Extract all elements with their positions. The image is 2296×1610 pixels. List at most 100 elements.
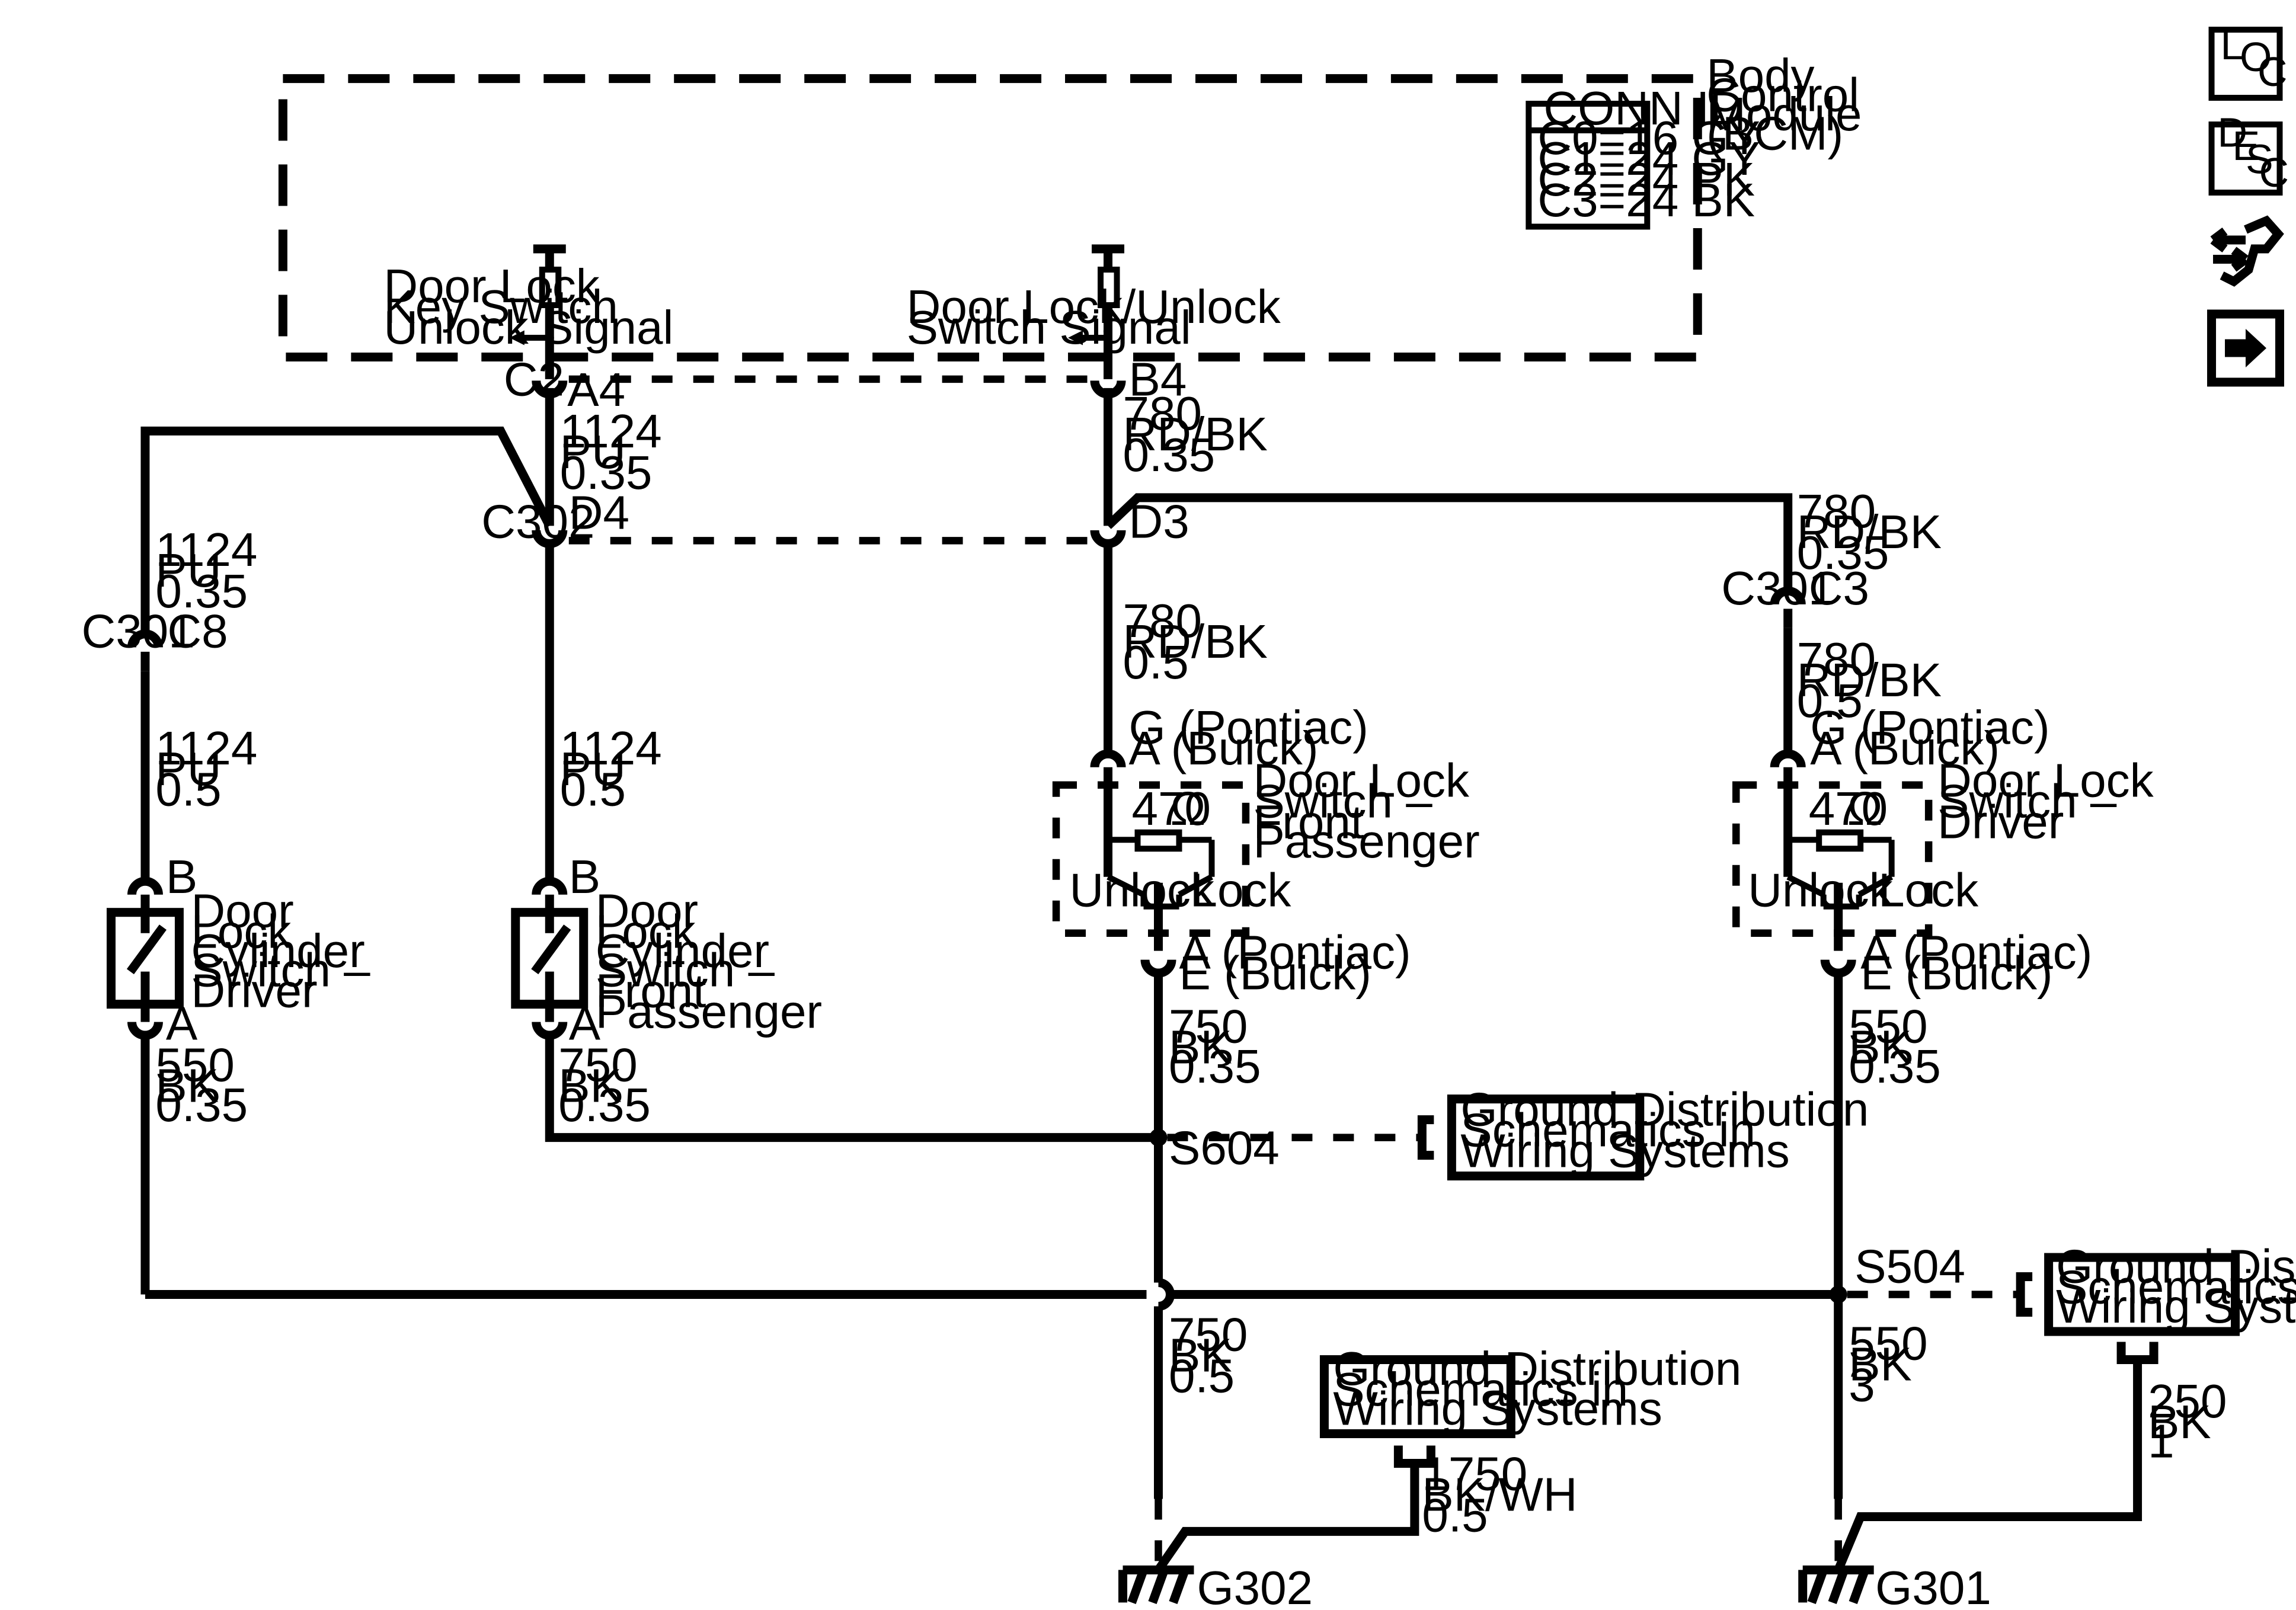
svg-text:250: 250 <box>2148 1375 2227 1427</box>
svg-text:C302: C302 <box>481 495 594 548</box>
connector-c2: C2 A4 B4 <box>504 353 1187 415</box>
svg-text:G (Pontiac): G (Pontiac) <box>1129 701 1368 754</box>
svg-text:G301: G301 <box>1875 1561 1991 1610</box>
svg-text:PU: PU <box>155 544 221 597</box>
svg-text:BK: BK <box>1849 1021 1912 1074</box>
svg-text:1: 1 <box>2148 1414 2174 1467</box>
desc-icon[interactable]: D E S C <box>2208 110 2289 196</box>
svg-text:0.5: 0.5 <box>1123 636 1189 689</box>
svg-text:Ground Distribution: Ground Distribution <box>1460 1083 1869 1136</box>
svg-text:Switch –: Switch – <box>596 944 775 997</box>
svg-text:Body: Body <box>1706 49 1814 102</box>
svg-text:470: 470 <box>1132 782 1211 835</box>
svg-text:E: E <box>2233 123 2260 169</box>
svg-text:C301: C301 <box>81 604 194 657</box>
svg-text:Lock: Lock <box>1878 864 1979 917</box>
svg-text:0.5: 0.5 <box>1169 1349 1235 1402</box>
wire-label-750-b: 750 BK 0.35 <box>1169 1000 1261 1093</box>
svg-text:470: 470 <box>1809 782 1888 835</box>
svg-text:Switch –: Switch – <box>191 944 370 997</box>
loc-icon[interactable]: L O C <box>2208 22 2288 101</box>
connector-view-icon[interactable] <box>2210 215 2284 287</box>
svg-text:PU: PU <box>560 742 626 795</box>
svg-text:0.35: 0.35 <box>155 565 248 617</box>
svg-text:0.35: 0.35 <box>560 446 653 499</box>
svg-text:0.35: 0.35 <box>1797 526 1889 579</box>
wire-label-750-a: 750 BK 0.35 <box>558 1039 651 1131</box>
svg-text:O: O <box>2240 34 2272 80</box>
svg-text:1750: 1750 <box>1422 1447 1527 1500</box>
svg-text:Lock: Lock <box>596 905 696 958</box>
svg-text:BK: BK <box>2148 1395 2211 1448</box>
bcm-name: Body Control Module (BCM) <box>1706 49 1862 159</box>
svg-text:Wiring Systems: Wiring Systems <box>1333 1382 1662 1435</box>
svg-text:Door Lock: Door Lock <box>1253 754 1469 807</box>
svg-text:780: 780 <box>1123 594 1202 647</box>
wire-label-250: 250 BK 1 <box>2148 1375 2227 1467</box>
svg-text:Schematics in: Schematics in <box>1333 1363 1628 1416</box>
svg-text:A: A <box>569 997 601 1050</box>
svg-text:S604: S604 <box>1169 1122 1280 1174</box>
svg-text:PU: PU <box>155 742 221 795</box>
svg-text:Door: Door <box>596 885 698 937</box>
svg-text:Ω: Ω <box>1847 782 1883 835</box>
svg-text:D: D <box>2218 110 2248 156</box>
svg-text:Ground Distribution: Ground Distribution <box>1333 1342 1741 1395</box>
cyl-driver-label: Door Lock Cylinder Switch – Driver <box>191 885 370 1017</box>
svg-text:A (Buick): A (Buick) <box>1810 722 2000 774</box>
svg-text:Switch –: Switch – <box>1937 775 2117 828</box>
svg-text:C2: C2 <box>504 353 564 405</box>
svg-text:Front: Front <box>1253 796 1364 849</box>
svg-text:Cylinder: Cylinder <box>191 924 364 977</box>
connector-c302: C302 D4 D3 <box>481 486 1189 548</box>
ground-g302: G302 <box>1118 1561 1313 1610</box>
conn-id-table: CONN ID C0=16 GY C1=24 GY C2=24 PK C3=24… <box>1526 82 1760 230</box>
wire-750-pass-cyl <box>545 1030 1159 1142</box>
door-lock-switch-front-passenger: G (Pontiac) A (Buick) 470 Ω Unlock Lock … <box>1052 701 1411 1000</box>
svg-text:780: 780 <box>1797 485 1876 537</box>
bcm-pullup-lock-unlock <box>1068 244 1125 379</box>
svg-text:G (Pontiac): G (Pontiac) <box>1810 701 2049 754</box>
key-unlock-signal-label: Door Lock Key Switch Unlock Signal <box>383 260 673 354</box>
svg-text:Wiring Systems: Wiring Systems <box>1460 1125 1789 1177</box>
wire-label-780-d: 780 RD/BK 0.5 <box>1797 633 1942 727</box>
wire-1124-branch-driver <box>140 426 554 634</box>
wire-label-1124-b: 1124 PU 0.35 <box>155 523 257 617</box>
svg-text:C301: C301 <box>1721 562 1834 614</box>
wire-780-branch-driver <box>1105 493 1793 593</box>
wire-label-550-b: 550 BK 0.35 <box>1849 1000 1941 1093</box>
svg-text:Ω: Ω <box>1170 782 1205 835</box>
svg-text:Unlock: Unlock <box>1748 864 1893 917</box>
svg-text:L: L <box>2221 22 2244 68</box>
sw-passenger-label: Door Lock Switch – Front Passenger <box>1253 754 1479 868</box>
svg-text:Cylinder: Cylinder <box>596 924 769 977</box>
svg-text:D3: D3 <box>1129 495 1189 548</box>
svg-text:1124: 1124 <box>560 405 662 457</box>
svg-text:Front: Front <box>596 965 706 1017</box>
svg-text:S: S <box>2246 136 2273 183</box>
svg-text:550: 550 <box>1849 1000 1927 1053</box>
svg-text:BK: BK <box>155 1060 219 1112</box>
svg-text:PU: PU <box>560 425 626 478</box>
next-arrow-icon[interactable] <box>2207 309 2285 387</box>
svg-text:Door Lock/Unlock: Door Lock/Unlock <box>907 280 1281 333</box>
door-lock-switch-driver: G (Pontiac) A (Buick) 470 Ω Unlock Lock … <box>1732 701 2092 1000</box>
svg-text:G302: G302 <box>1197 1561 1313 1610</box>
svg-text:1124: 1124 <box>155 523 257 576</box>
connector-c301-c8: C301 C8 <box>81 604 228 671</box>
svg-text:Lock: Lock <box>1191 864 1291 917</box>
svg-text:BK: BK <box>558 1060 622 1112</box>
svg-text:Passenger: Passenger <box>1253 815 1479 868</box>
svg-text:Door Lock: Door Lock <box>1937 754 2154 807</box>
svg-text:750: 750 <box>1169 1308 1248 1361</box>
svg-text:780: 780 <box>1797 633 1876 686</box>
svg-text:Schematics in: Schematics in <box>1460 1104 1755 1157</box>
splice-s504: S504 <box>1829 1240 2033 1317</box>
svg-text:0.35: 0.35 <box>1169 1040 1261 1093</box>
wire-1750-to-g302 <box>1155 1463 1419 1573</box>
svg-text:750: 750 <box>558 1039 637 1092</box>
svg-text:Switch Signal: Switch Signal <box>907 301 1191 354</box>
wire-label-780-a: 780 RD/BK 0.35 <box>1123 387 1268 481</box>
svg-text:(BCM): (BCM) <box>1706 107 1843 160</box>
door-lock-cylinder-switch-driver: B A <box>106 850 198 1050</box>
